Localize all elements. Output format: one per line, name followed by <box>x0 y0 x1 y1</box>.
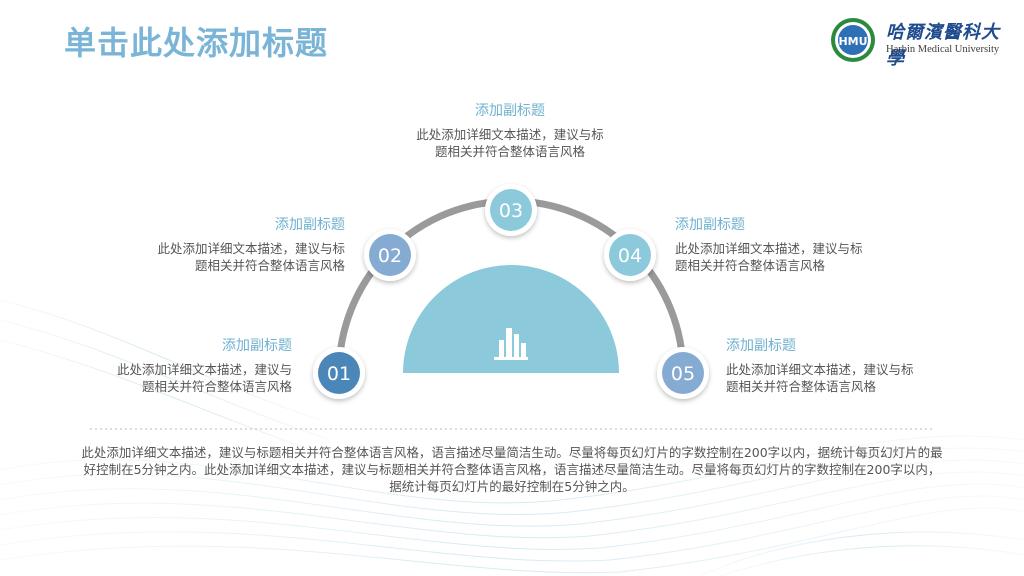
item-02: 添加副标题 此处添加详细文本描述，建议与标 题相关并符合整体语言风格 <box>115 216 345 274</box>
node-04-label: 04 <box>618 245 642 267</box>
node-04-circle <box>609 234 651 276</box>
node-02: 02 <box>364 229 416 281</box>
bar-chart-icon <box>494 328 528 360</box>
node-01: 01 <box>313 347 365 399</box>
badge-text: HMU <box>838 35 867 48</box>
node-05-label: 05 <box>671 363 695 385</box>
item-03-description: 此处添加详细文本描述，建议与标 题相关并符合整体语言风格 <box>416 127 604 159</box>
center-dome <box>403 265 619 373</box>
item-01-description: 此处添加详细文本描述，建议与 题相关并符合整体语言风格 <box>116 362 292 394</box>
node-03: 03 <box>485 184 537 236</box>
item-02-subtitle: 添加副标题 <box>275 217 345 233</box>
item-04-subtitle: 添加副标题 <box>675 217 745 233</box>
node-05: 05 <box>657 347 709 399</box>
university-name-cn: 哈爾濱醫科大學 <box>886 22 1000 69</box>
summary-paragraph: 此处添加详细文本描述，建议与标题相关并符合整体语言风格，语言描述尽量简洁生动。尽… <box>81 445 943 494</box>
node-05-circle <box>662 352 704 394</box>
item-04-description: 此处添加详细文本描述，建议与标 题相关并符合整体语言风格 <box>675 241 863 273</box>
node-01-label: 01 <box>327 363 351 385</box>
item-05-subtitle: 添加副标题 <box>726 338 796 354</box>
item-03: 添加副标题 此处添加详细文本描述，建议与标 题相关并符合整体语言风格 <box>395 102 625 160</box>
university-logo: HMU 哈爾濱醫科大學 Harbin Medical University <box>828 16 1008 69</box>
university-badge-icon: HMU <box>831 18 875 62</box>
node-02-label: 02 <box>378 245 402 267</box>
item-02-description: 此处添加详细文本描述，建议与标 题相关并符合整体语言风格 <box>157 241 345 273</box>
slide-title: 单击此处添加标题 <box>64 24 329 62</box>
item-05-description: 此处添加详细文本描述，建议与标 题相关并符合整体语言风格 <box>726 362 914 394</box>
node-03-circle <box>490 189 532 231</box>
item-04: 添加副标题 此处添加详细文本描述，建议与标 题相关并符合整体语言风格 <box>675 216 905 274</box>
item-05: 添加副标题 此处添加详细文本描述，建议与标 题相关并符合整体语言风格 <box>726 337 956 395</box>
item-03-subtitle: 添加副标题 <box>475 103 545 119</box>
item-01-subtitle: 添加副标题 <box>222 338 292 354</box>
node-04: 04 <box>604 229 656 281</box>
university-name-en: Harbin Medical University <box>886 44 1000 55</box>
node-01-circle <box>318 352 360 394</box>
node-03-label: 03 <box>499 200 523 222</box>
item-01: 添加副标题 此处添加详细文本描述，建议与 题相关并符合整体语言风格 <box>62 337 292 395</box>
node-02-circle <box>369 234 411 276</box>
